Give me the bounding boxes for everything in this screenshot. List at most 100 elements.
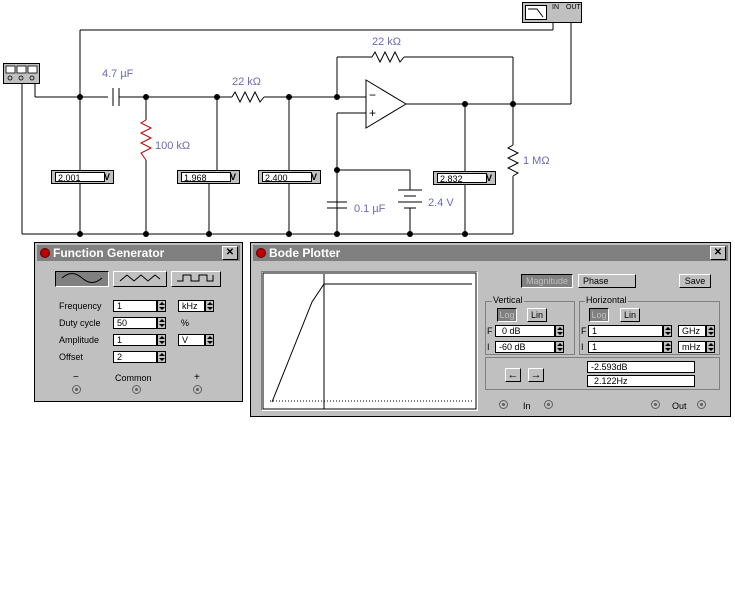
phase-button[interactable]: Phase — [578, 274, 636, 288]
bode-plotter-icon[interactable]: IN OUT — [522, 2, 582, 23]
function-generator-window: Function Generator ✕ Frequency 1 kHz Dut… — [34, 242, 243, 402]
vertical-initial-letter: I — [487, 342, 490, 352]
offset-label: Offset — [59, 352, 83, 362]
r-series-label: 22 kΩ — [232, 76, 262, 88]
in-plus-terminal[interactable] — [544, 400, 553, 409]
out-plus-terminal[interactable] — [697, 400, 706, 409]
frequency-label: Frequency — [59, 301, 102, 311]
voltmeter-2: 1.968 V — [177, 170, 240, 184]
vertical-log-button[interactable]: Log — [497, 308, 517, 322]
horizontal-lin-button[interactable]: Lin — [620, 308, 640, 322]
app-icon — [40, 248, 50, 258]
horizontal-initial-unit[interactable]: mHz — [678, 341, 706, 353]
cursor-right-button[interactable]: → — [528, 368, 544, 382]
bode-plotter-title: Bode Plotter — [269, 246, 341, 260]
plus-terminal[interactable] — [193, 385, 202, 394]
out-minus-terminal[interactable] — [651, 400, 660, 409]
amplitude-spinner[interactable] — [157, 334, 166, 346]
voltmeter-3: 2.400 V — [258, 170, 321, 184]
voltmeter-value: 2.400 — [262, 172, 312, 183]
common-terminal[interactable] — [132, 385, 141, 394]
function-generator-icon[interactable] — [3, 63, 40, 84]
vertical-initial-input[interactable]: -60 dB — [495, 341, 555, 353]
in-minus-terminal[interactable] — [499, 400, 508, 409]
close-icon[interactable]: ✕ — [222, 246, 238, 260]
bode-icon-out-label: OUT — [566, 4, 581, 11]
plus-terminal-label: + — [194, 372, 200, 383]
vertical-lin-button[interactable]: Lin — [527, 308, 547, 322]
horizontal-final-unit-spinner[interactable] — [706, 325, 715, 337]
duty-cycle-spinner[interactable] — [157, 317, 166, 329]
amplitude-input[interactable]: 1 — [113, 334, 157, 346]
voltmeter-1: 2.001 V — [51, 170, 114, 184]
vertical-final-letter: F — [487, 326, 493, 336]
sine-wave-button[interactable] — [55, 271, 109, 287]
duty-cycle-label: Duty cycle — [59, 318, 101, 328]
common-terminal-label: Common — [115, 373, 152, 383]
battery-label: 2.4 V — [428, 197, 454, 209]
c2-label: 0.1 µF — [354, 203, 386, 215]
horizontal-log-button[interactable]: Log — [589, 308, 609, 322]
function-generator-title: Function Generator — [53, 246, 165, 260]
horizontal-label: Horizontal — [585, 295, 628, 305]
r-load-label: 1 MΩ — [523, 155, 550, 167]
bode-plotter-titlebar[interactable]: Bode Plotter ✕ — [253, 245, 728, 261]
vertical-final-input[interactable]: 0 dB — [495, 325, 555, 337]
close-icon[interactable]: ✕ — [710, 246, 726, 260]
readout-frequency: 2.122Hz — [587, 375, 695, 387]
in-label: In — [523, 401, 531, 411]
triangle-wave-button[interactable] — [113, 271, 167, 287]
voltmeter-unit: V — [310, 172, 317, 182]
voltmeter-4: 2.832 V — [433, 171, 496, 185]
voltmeter-value: 2.001 — [55, 172, 105, 183]
amplitude-unit-spinner[interactable] — [205, 334, 214, 346]
minus-terminal-label: − — [73, 372, 79, 383]
horizontal-initial-input[interactable]: 1 — [588, 341, 663, 353]
offset-spinner[interactable] — [157, 351, 166, 363]
square-wave-button[interactable] — [171, 271, 221, 287]
readout-group — [485, 357, 720, 390]
r-feedback-label: 22 kΩ — [372, 36, 402, 48]
frequency-input[interactable]: 1 — [113, 300, 157, 312]
amplitude-unit-select[interactable]: V — [178, 334, 205, 346]
r-shunt-label: 100 kΩ — [155, 140, 191, 152]
save-button[interactable]: Save — [679, 274, 711, 288]
horizontal-final-input[interactable]: 1 — [588, 325, 663, 337]
minus-terminal[interactable] — [72, 385, 81, 394]
voltmeter-unit: V — [229, 172, 236, 182]
frequency-unit-spinner[interactable] — [205, 300, 214, 312]
vertical-final-spinner[interactable] — [555, 325, 564, 337]
horizontal-initial-unit-spinner[interactable] — [706, 341, 715, 353]
duty-cycle-unit: % — [181, 318, 190, 328]
c1-label: 4.7 µF — [102, 68, 134, 80]
out-label: Out — [672, 401, 687, 411]
offset-input[interactable]: 2 — [113, 351, 157, 363]
cursor-left-button[interactable]: ← — [505, 368, 521, 382]
bode-plot-display[interactable] — [261, 271, 478, 411]
vertical-initial-spinner[interactable] — [555, 341, 564, 353]
function-generator-titlebar[interactable]: Function Generator ✕ — [37, 245, 240, 261]
vertical-group — [485, 301, 575, 355]
bode-icon-in-label: IN — [552, 4, 559, 11]
schematic — [21, 22, 572, 237]
horizontal-final-spinner[interactable] — [663, 325, 672, 337]
amplitude-label: Amplitude — [59, 335, 100, 345]
readout-magnitude: -2.593dB — [587, 361, 695, 373]
voltmeter-unit: V — [485, 173, 492, 183]
horizontal-initial-spinner[interactable] — [663, 341, 672, 353]
frequency-spinner[interactable] — [157, 300, 166, 312]
duty-cycle-input[interactable]: 50 — [113, 317, 157, 329]
opamp-plus-label: + — [369, 106, 377, 120]
vertical-label: Vertical — [492, 295, 524, 305]
magnitude-button[interactable]: Magnitude — [521, 274, 573, 288]
voltmeter-value: 1.968 — [181, 172, 231, 183]
horizontal-final-unit[interactable]: GHz — [678, 325, 706, 337]
bode-plot — [262, 272, 477, 410]
frequency-unit-select[interactable]: kHz — [178, 300, 205, 312]
horizontal-initial-letter: I — [581, 342, 584, 352]
horizontal-group — [579, 301, 720, 355]
magnitude-curve — [271, 283, 472, 403]
app-icon — [256, 248, 266, 258]
voltmeter-value: 2.832 — [437, 173, 487, 184]
opamp-minus-label: − — [369, 88, 377, 102]
